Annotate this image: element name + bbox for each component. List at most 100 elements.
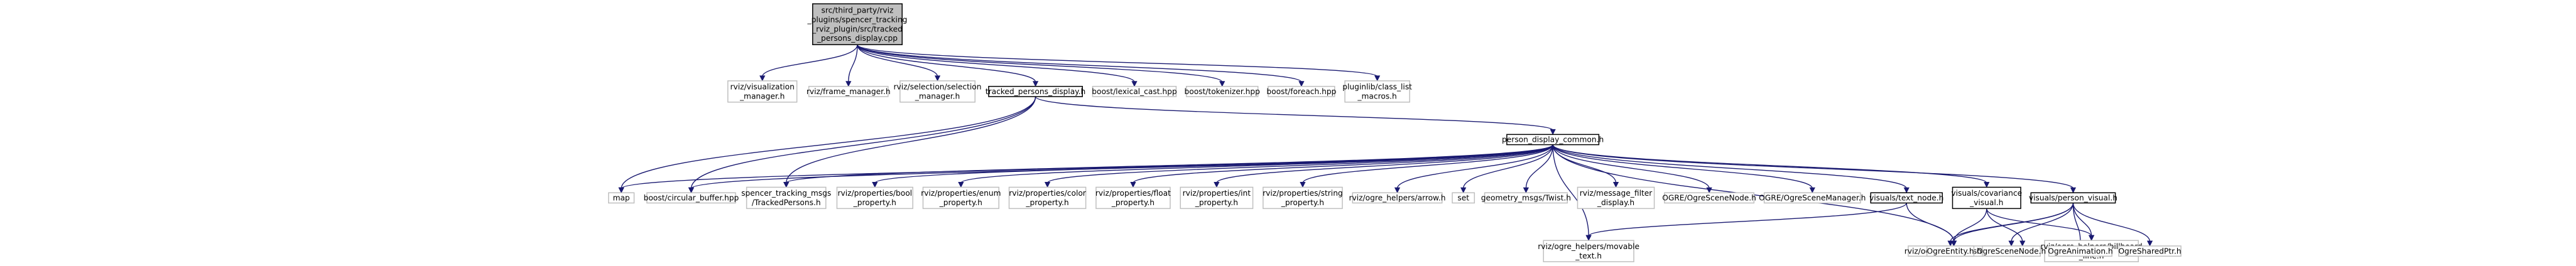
node-arrow: rviz/ogre_helpers/arrow.h bbox=[1349, 192, 1446, 204]
arrowhead-n_common-to-n_tracked_msgs bbox=[783, 181, 790, 188]
edge-n_tracked_display-to-n_common bbox=[1035, 96, 1553, 131]
node-box bbox=[1506, 134, 1600, 146]
arrowhead-n_common-to-n_covariance bbox=[1984, 181, 1990, 188]
edge-n_tracked_display-to-n_map bbox=[621, 96, 1036, 189]
node-text-node[interactable]: visuals/text_node.h bbox=[1869, 192, 1943, 204]
node-label: OgreSharedPtr.h bbox=[2118, 247, 2181, 255]
node-label: OgreAnimation.h bbox=[2048, 247, 2112, 255]
arrowhead-n_root-to-n_selection_manager bbox=[934, 75, 941, 82]
node-box bbox=[1008, 186, 1087, 210]
arrowhead-n_covariance-to-n_cmath bbox=[2019, 240, 2026, 247]
node-box bbox=[608, 192, 635, 204]
arrowhead-n_common-to-n_text_node bbox=[1903, 187, 1910, 194]
node-color-prop: rviz/properties/color_property.h bbox=[1008, 186, 1087, 210]
edges-layer bbox=[618, 44, 2153, 247]
node-set: set bbox=[1452, 192, 1475, 204]
edge-n_person_visual-to-n_ogre_scenenode_bottom bbox=[2011, 203, 2074, 242]
node-box bbox=[1952, 186, 2021, 210]
node-box bbox=[1180, 186, 1254, 210]
node-label: rviz/ogre_helpers/arrow.h bbox=[1349, 194, 1445, 203]
node-label: boost/lexical_cast.hpp bbox=[1092, 87, 1177, 96]
edge-n_root-to-n_foreach bbox=[857, 44, 1302, 83]
edge-n_root-to-n_frame_manager bbox=[848, 45, 858, 82]
node-covariance[interactable]: visuals/covariance_visual.h bbox=[1951, 186, 2022, 210]
node-label: _display.h bbox=[1597, 198, 1634, 207]
arrowhead-n_person_visual-to-n_ogre_entity bbox=[1947, 240, 1954, 247]
node-label: _manager.h bbox=[915, 92, 960, 100]
node-box bbox=[727, 80, 798, 103]
edge-n_covariance-to-n_billboard bbox=[1986, 208, 2092, 237]
node-label: visuals/covariance bbox=[1951, 189, 2022, 198]
node-label: _macros.h bbox=[1357, 92, 1396, 100]
node-ogre-scenemgr: OGRE/OgreSceneManager.h bbox=[1759, 192, 1866, 204]
node-box bbox=[1763, 192, 1861, 204]
node-box bbox=[1352, 192, 1443, 204]
edge-n_common-to-n_set bbox=[1462, 144, 1553, 189]
node-label: rviz/properties/bool bbox=[837, 189, 912, 198]
node-label: _rviz_plugin/src/tracked bbox=[812, 24, 903, 33]
arrowhead-n_common-to-n_arrow bbox=[1394, 187, 1401, 194]
edge-n_common-to-n_ogre_scenenode_top bbox=[1552, 144, 1710, 189]
node-circular: boost/circular_buffer.hpp bbox=[644, 192, 739, 204]
node-label: set bbox=[1457, 194, 1469, 203]
edge-n_common-to-n_covariance bbox=[1552, 144, 1987, 184]
edge-n_root-to-n_tokenizer bbox=[857, 44, 1223, 83]
arrowhead-n_root-to-n_lexical_cast bbox=[1131, 81, 1138, 87]
node-label: OgreSceneNode.h bbox=[1977, 247, 2046, 255]
node-label: rviz/ogre_helpers/movable bbox=[1538, 242, 1639, 251]
arrowhead-n_common-to-n_enum_prop bbox=[958, 181, 964, 188]
edge-n_common-to-n_string_prop bbox=[1302, 144, 1553, 183]
node-box bbox=[808, 85, 889, 97]
edge-n_tracked_display-to-n_circular bbox=[690, 96, 1036, 189]
edge-n_common-to-n_int_prop bbox=[1216, 144, 1553, 184]
node-person-visual[interactable]: visuals/person_visual.h bbox=[2029, 192, 2117, 204]
edge-n_root-to-n_lexical_cast bbox=[857, 44, 1135, 83]
node-root[interactable]: src/third_party/rviz_plugins/spencer_tra… bbox=[807, 3, 908, 45]
node-box bbox=[1927, 245, 1975, 257]
node-box bbox=[1092, 85, 1177, 97]
node-label: visuals/text_node.h bbox=[1869, 194, 1943, 203]
node-box bbox=[1484, 192, 1568, 204]
arrowhead-n_common-to-n_msg_filter bbox=[1612, 181, 1619, 188]
node-label: rviz/selection/selection bbox=[894, 83, 982, 92]
node-box bbox=[1185, 85, 1259, 97]
node-box bbox=[812, 3, 903, 45]
arrowhead-n_common-to-n_int_prop bbox=[1214, 181, 1220, 188]
node-tokenizer: boost/tokenizer.hpp bbox=[1184, 85, 1260, 97]
arrowhead-n_common-to-n_bool_prop bbox=[872, 181, 878, 188]
nodes-layer: src/third_party/rviz_plugins/spencer_tra… bbox=[608, 3, 2182, 262]
node-label: rviz/properties/int bbox=[1183, 189, 1251, 198]
node-label: _property.h bbox=[853, 198, 896, 207]
node-map: map bbox=[608, 192, 635, 204]
arrowhead-n_common-to-n_map bbox=[618, 187, 624, 194]
arrowhead-n_root-to-n_class_list bbox=[1374, 75, 1381, 82]
node-vis-manager: rviz/visualization_manager.h bbox=[727, 80, 798, 103]
node-ogre-sharedptr: OgreSharedPtr.h bbox=[2118, 245, 2182, 257]
arrowhead-n_person_visual-to-n_ogre_sharedptr bbox=[2146, 240, 2153, 247]
node-box bbox=[1268, 85, 1335, 97]
node-box bbox=[899, 80, 976, 103]
edge-n_covariance-to-n_shape bbox=[1953, 208, 1987, 242]
node-label: rviz/message_filter bbox=[1580, 189, 1653, 198]
node-common[interactable]: person_display_common.h bbox=[1502, 134, 1604, 146]
node-label: rviz/properties/color bbox=[1009, 189, 1087, 198]
node-box bbox=[922, 186, 999, 210]
node-label: OgreEntity.h bbox=[1927, 247, 1974, 255]
arrowhead-n_root-to-n_frame_manager bbox=[845, 81, 852, 87]
edge-n_common-to-n_bool_prop bbox=[874, 144, 1553, 184]
edge-n_common-to-n_arrow bbox=[1396, 144, 1553, 189]
node-label: _property.h bbox=[1281, 198, 1324, 207]
node-frame-manager: rviz/frame_manager.h bbox=[807, 85, 891, 97]
node-label: _text.h bbox=[1575, 252, 1602, 260]
node-tracked-display[interactable]: tracked_persons_display.h bbox=[986, 85, 1085, 97]
node-label: boost/circular_buffer.hpp bbox=[644, 194, 739, 203]
arrowhead-n_text_node-to-n_movable_text bbox=[1585, 235, 1592, 242]
node-box bbox=[988, 85, 1083, 97]
node-box bbox=[1664, 192, 1755, 204]
arrowhead-n_common-to-n_string_prop bbox=[1300, 181, 1306, 188]
node-label: rviz/properties/string bbox=[1263, 189, 1343, 198]
node-box bbox=[1344, 80, 1410, 103]
edge-n_common-to-n_enum_prop bbox=[960, 144, 1553, 184]
edge-n_common-to-n_msg_filter bbox=[1552, 144, 1617, 183]
